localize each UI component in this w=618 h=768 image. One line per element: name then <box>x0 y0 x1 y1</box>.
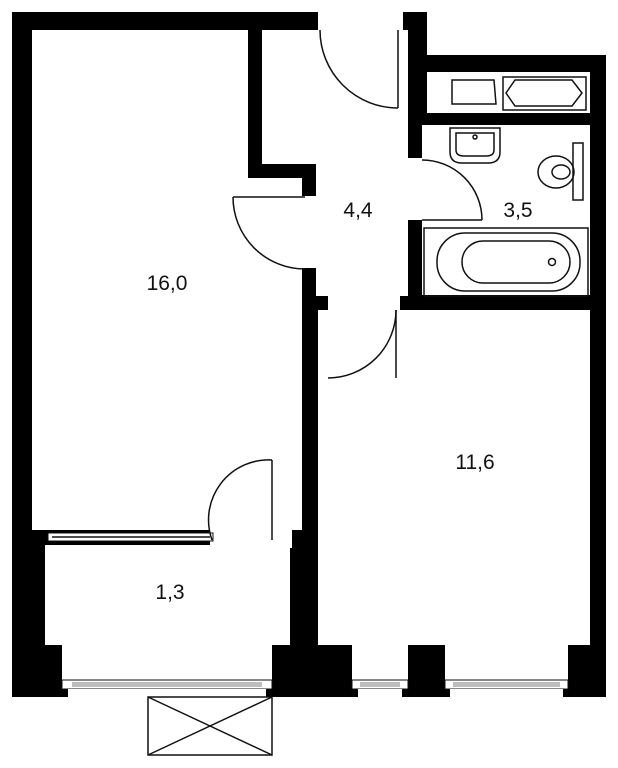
window-bedroom-large <box>444 645 569 697</box>
living-room-floor <box>32 30 302 530</box>
living-room-door <box>232 196 306 270</box>
room-area-balcony: 1,3 <box>155 581 184 604</box>
room-area-hallway: 4,4 <box>343 199 373 222</box>
room-area-living-room: 16,0 <box>147 272 188 295</box>
sink-icon <box>449 127 501 164</box>
bedroom-door <box>327 309 397 379</box>
balcony-floor <box>45 545 290 645</box>
bathroom-door <box>421 159 483 221</box>
balcony-door <box>207 459 273 541</box>
living-hall-opening <box>300 196 318 268</box>
boiler-icon <box>502 76 587 111</box>
hallway-floor <box>262 30 408 296</box>
toilet-icon <box>537 142 584 201</box>
washing-machine-icon <box>451 79 497 105</box>
bathtub-icon <box>423 227 589 297</box>
bedroom-floor <box>318 310 590 645</box>
bath-door-opening <box>406 158 424 220</box>
room-area-bedroom: 11,6 <box>455 451 494 474</box>
room-area-bathroom: 3,5 <box>503 199 532 222</box>
bedroom-door-opening <box>328 294 400 312</box>
entrance-door <box>319 29 399 109</box>
exterior-unit-box <box>147 696 273 756</box>
window-balcony <box>61 645 273 697</box>
window-bedroom-small <box>351 645 409 697</box>
balcony-door-opening <box>210 528 292 548</box>
